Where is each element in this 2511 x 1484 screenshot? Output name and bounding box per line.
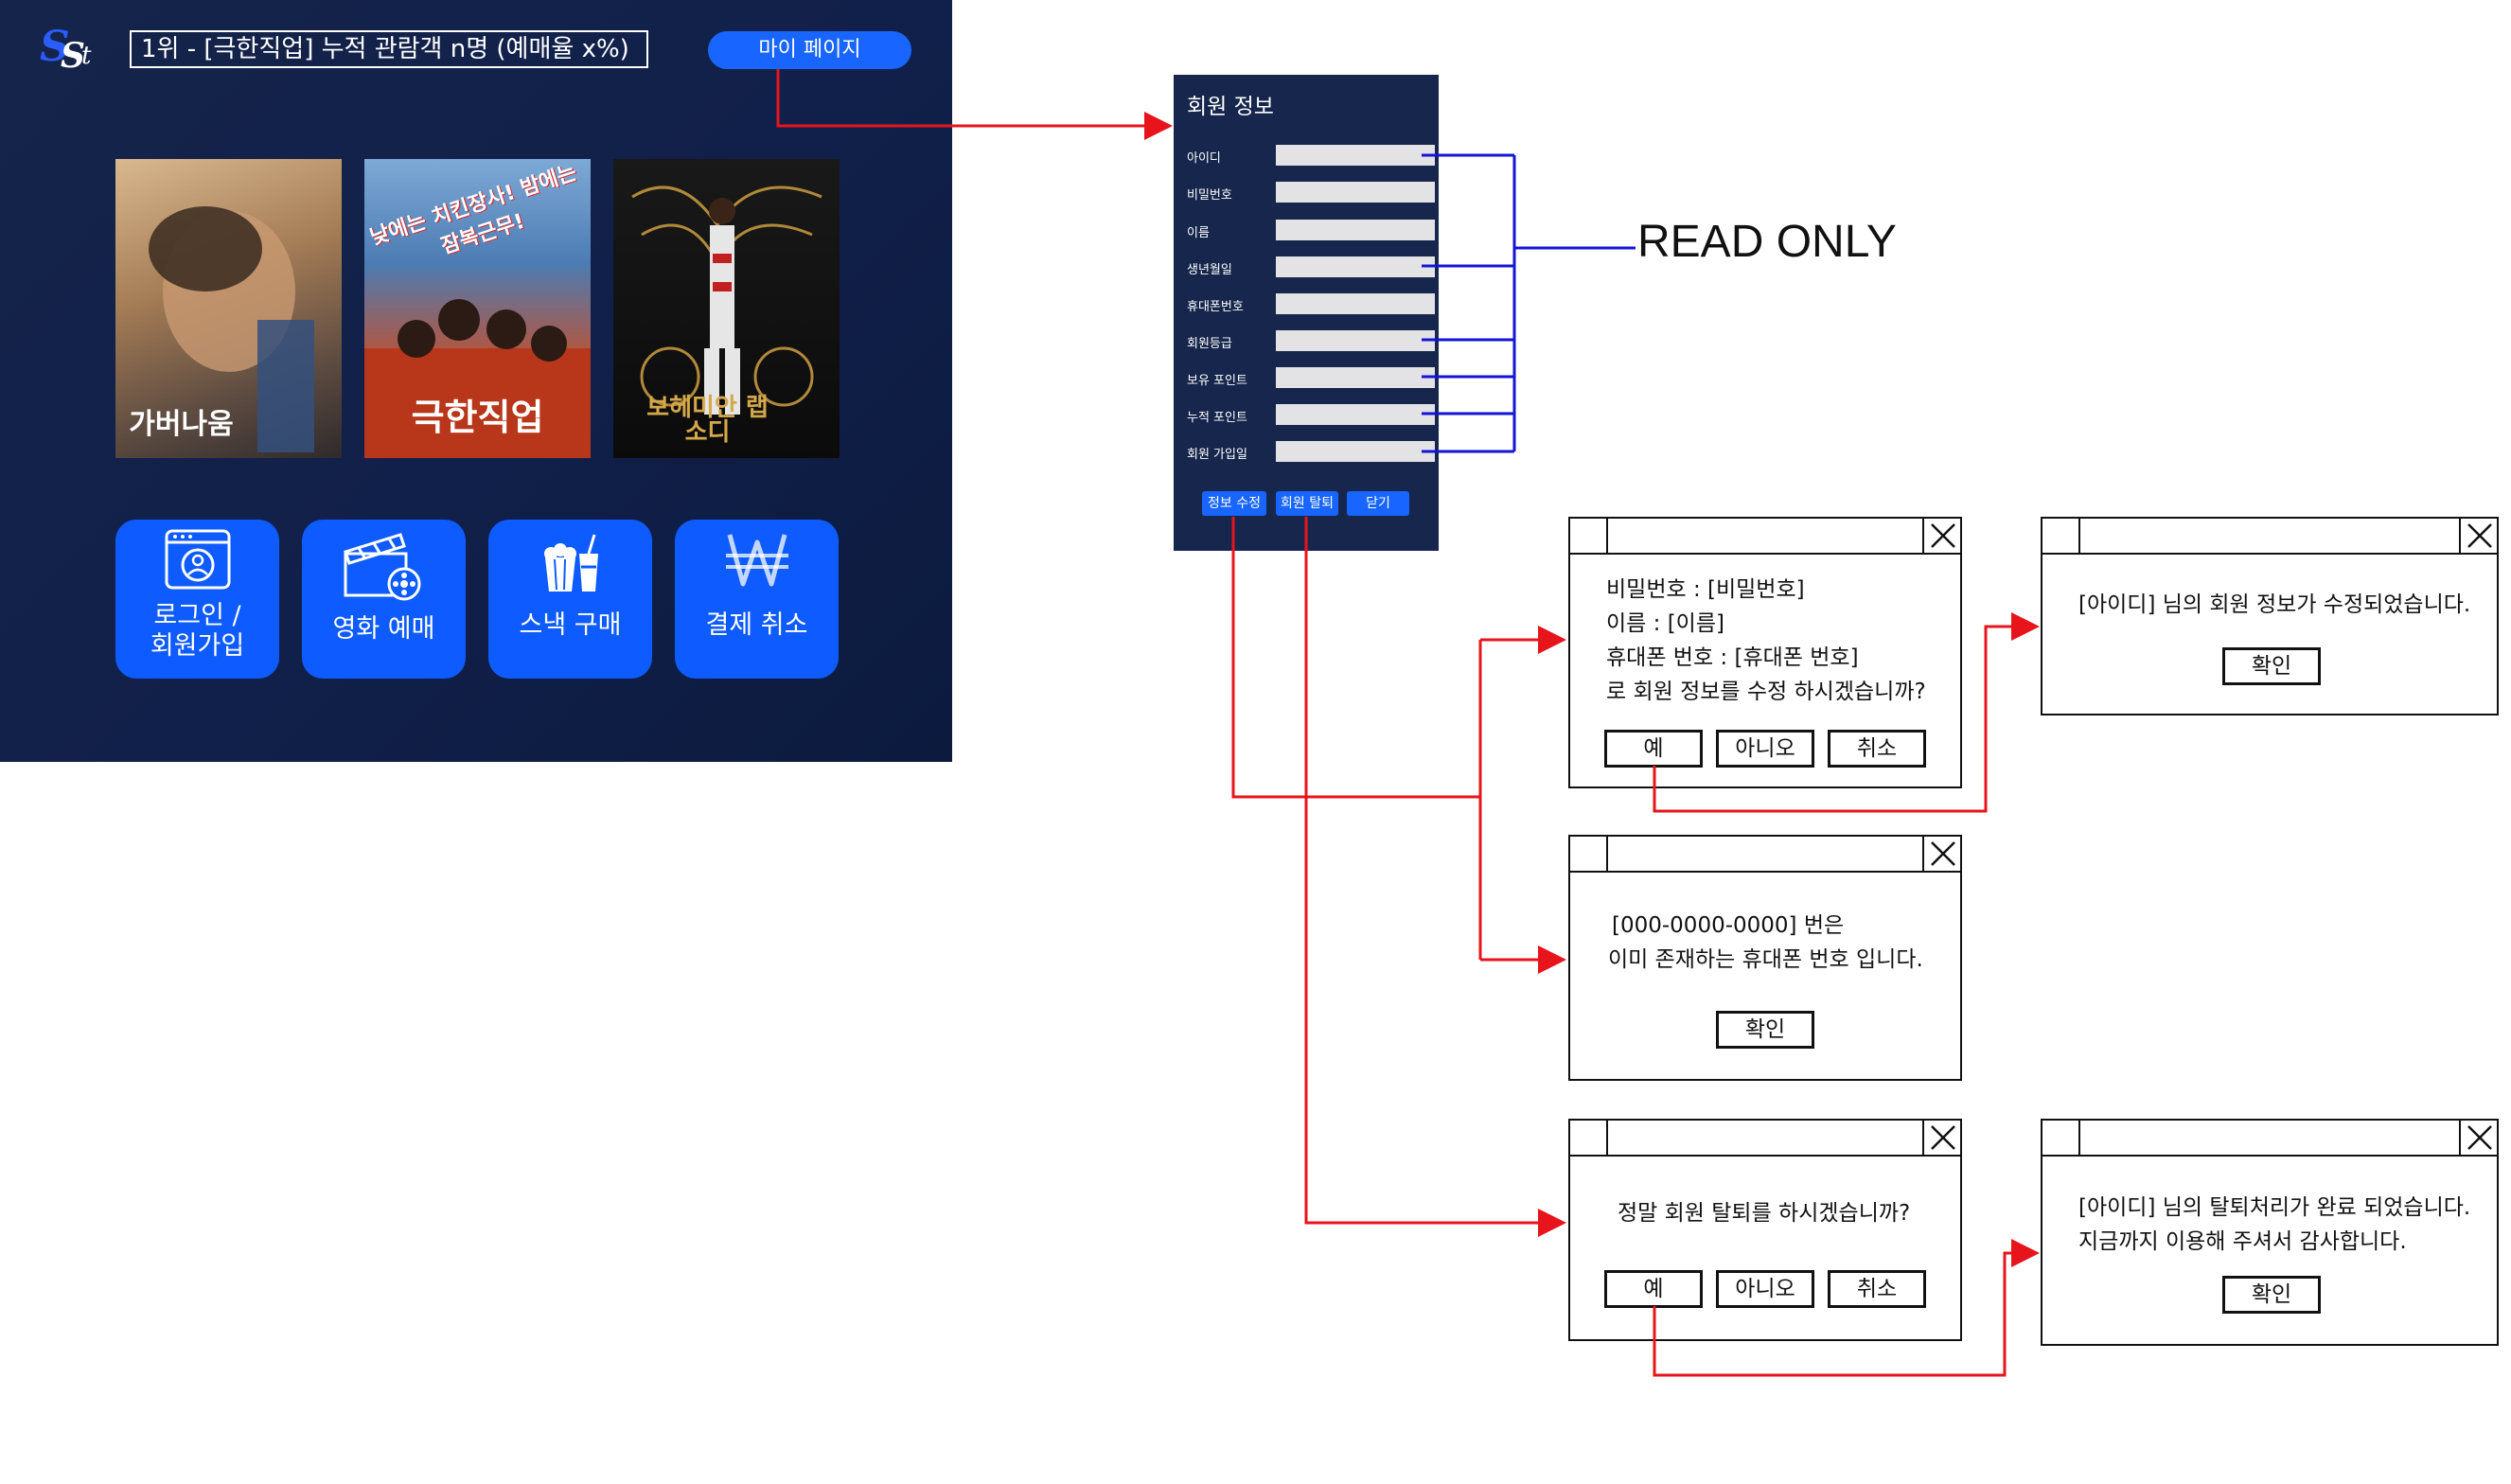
member-info-panel: 회원 정보 아이디 비밀번호 이름 생년월일 휴대폰번호 회원등급 보유 포인트… bbox=[1174, 75, 1439, 551]
poster-art bbox=[631, 186, 822, 415]
field-label: 이름 bbox=[1187, 226, 1210, 240]
ok-button[interactable]: 확인 bbox=[2222, 647, 2321, 685]
field-label: 아이디 bbox=[1187, 151, 1221, 166]
menu-label: 결제 취소 bbox=[705, 610, 808, 640]
read-only-annotation: READ ONLY bbox=[1637, 217, 1897, 267]
field-row-password: 비밀번호 bbox=[1187, 182, 1435, 204]
close-icon[interactable] bbox=[2459, 519, 2497, 553]
window-menu-box bbox=[1570, 837, 1608, 871]
field-row-phone: 휴대폰번호 bbox=[1187, 293, 1435, 316]
poster-art bbox=[364, 299, 591, 458]
field-row-birthdate: 생년월일 bbox=[1187, 256, 1435, 279]
dialog-titlebar bbox=[2042, 519, 2497, 555]
field-row-join-date: 회원 가입일 bbox=[1187, 441, 1435, 464]
poster-title: 보헤미안 랩소디 bbox=[646, 394, 769, 447]
dialog-message-line: 이미 존재하는 휴대폰 번호 입니다. bbox=[1608, 947, 1923, 972]
movie-poster-extreme-job[interactable]: 낮에는 치킨장사! 밤에는 잠복근무! 극한직업 bbox=[364, 159, 591, 458]
ok-button[interactable]: 확인 bbox=[1716, 1011, 1814, 1049]
window-menu-box bbox=[1570, 1121, 1608, 1155]
snack-purchase-button[interactable]: 스낵 구매 bbox=[488, 520, 652, 679]
dialog-message-line: [000-0000-0000] 번은 bbox=[1612, 913, 1845, 938]
user-profile-icon bbox=[165, 529, 230, 590]
clapperboard-film-reel-icon bbox=[343, 533, 420, 601]
field-label: 회원등급 bbox=[1187, 337, 1232, 351]
ranking-ticker: 1위 - [극한직업] 누적 관람객 n명 (예매율 x%) bbox=[130, 30, 648, 68]
close-icon[interactable] bbox=[1922, 837, 1960, 871]
logo: S S t bbox=[40, 23, 92, 76]
read-only-bracket bbox=[1422, 153, 1636, 453]
field-row-points: 보유 포인트 bbox=[1187, 367, 1435, 390]
phone-field[interactable] bbox=[1276, 293, 1435, 314]
dialog-message-line: [아이디] 님의 탈퇴처리가 완료 되었습니다. bbox=[2078, 1195, 2471, 1220]
poster-title: 가버나움 bbox=[129, 408, 234, 441]
dialog-titlebar bbox=[1570, 1121, 1960, 1157]
window-menu-box bbox=[2042, 519, 2080, 553]
points-field[interactable] bbox=[1276, 367, 1435, 388]
field-row-total-points: 누적 포인트 bbox=[1187, 404, 1435, 427]
kiosk-main-screen: S S t 1위 - [극한직업] 누적 관람객 n명 (예매율 x%) 마이 … bbox=[0, 0, 952, 762]
panel-title: 회원 정보 bbox=[1187, 95, 1274, 119]
ok-button[interactable]: 확인 bbox=[2222, 1276, 2321, 1314]
confirm-withdraw-dialog: 정말 회원 탈퇴를 하시겠습니까? 예 아니오 취소 bbox=[1568, 1119, 1962, 1341]
dialog-message-line: 로 회원 정보를 수정 하시겠습니까? bbox=[1606, 680, 1926, 704]
id-field[interactable] bbox=[1276, 145, 1435, 166]
popcorn-drink-icon bbox=[543, 534, 598, 592]
withdraw-complete-dialog: [아이디] 님의 탈퇴처리가 완료 되었습니다. 지금까지 이용해 주셔서 감사… bbox=[2041, 1119, 2499, 1346]
confirm-edit-dialog: 비밀번호 : [비밀번호] 이름 : [이름] 휴대폰 번호 : [휴대폰 번호… bbox=[1568, 517, 1962, 788]
window-menu-box bbox=[1570, 519, 1608, 553]
phone-duplicate-dialog: [000-0000-0000] 번은 이미 존재하는 휴대폰 번호 입니다. 확… bbox=[1568, 835, 1962, 1081]
yes-button[interactable]: 예 bbox=[1604, 730, 1703, 768]
field-label: 휴대폰번호 bbox=[1187, 300, 1244, 314]
field-label: 보유 포인트 bbox=[1187, 374, 1247, 388]
movie-booking-button[interactable]: 영화 예매 bbox=[302, 520, 466, 679]
birthdate-field[interactable] bbox=[1276, 256, 1435, 277]
edit-info-button[interactable]: 정보 수정 bbox=[1202, 491, 1266, 516]
member-grade-field[interactable] bbox=[1276, 330, 1435, 351]
field-label: 회원 가입일 bbox=[1187, 448, 1247, 462]
dialog-message-line: 비밀번호 : [비밀번호] bbox=[1606, 577, 1805, 602]
poster-art bbox=[149, 206, 314, 452]
withdraw-button[interactable]: 회원 탈퇴 bbox=[1276, 491, 1338, 516]
dialog-message-line: [아이디] 님의 회원 정보가 수정되었습니다. bbox=[2078, 592, 2471, 617]
cancel-button[interactable]: 취소 bbox=[1828, 730, 1926, 768]
menu-label: 스낵 구매 bbox=[519, 610, 622, 640]
field-label: 누적 포인트 bbox=[1187, 411, 1247, 425]
my-page-button[interactable]: 마이 페이지 bbox=[708, 31, 911, 69]
dialog-message-line: 휴대폰 번호 : [휴대폰 번호] bbox=[1606, 645, 1859, 670]
menu-label: 로그인 / bbox=[153, 601, 241, 630]
password-field[interactable] bbox=[1276, 182, 1435, 203]
poster-title: 극한직업 bbox=[411, 397, 544, 438]
dialog-message-line: 지금까지 이용해 주셔서 감사합니다. bbox=[2078, 1229, 2407, 1254]
join-date-field[interactable] bbox=[1276, 441, 1435, 462]
close-button[interactable]: 닫기 bbox=[1347, 491, 1409, 516]
dialog-titlebar bbox=[1570, 837, 1960, 873]
field-row-id: 아이디 bbox=[1187, 145, 1435, 168]
close-icon[interactable] bbox=[2459, 1121, 2497, 1155]
close-icon[interactable] bbox=[1922, 519, 1960, 553]
field-row-name: 이름 bbox=[1187, 220, 1435, 242]
field-label: 생년월일 bbox=[1187, 263, 1232, 277]
field-row-grade: 회원등급 bbox=[1187, 330, 1435, 353]
dialog-titlebar bbox=[1570, 519, 1960, 555]
movie-poster-bohemian-rhapsody[interactable]: 보헤미안 랩소디 bbox=[613, 159, 840, 458]
no-button[interactable]: 아니오 bbox=[1716, 730, 1814, 768]
no-button[interactable]: 아니오 bbox=[1716, 1270, 1814, 1308]
close-icon[interactable] bbox=[1922, 1121, 1960, 1155]
movie-poster-capernaum[interactable]: 가버나움 bbox=[115, 159, 342, 458]
edit-complete-dialog: [아이디] 님의 회원 정보가 수정되었습니다. 확인 bbox=[2041, 517, 2499, 716]
login-signup-button[interactable]: 로그인 / 회원가입 bbox=[115, 520, 279, 679]
field-label: 비밀번호 bbox=[1187, 188, 1232, 203]
cancel-button[interactable]: 취소 bbox=[1828, 1270, 1926, 1308]
dialog-message-line: 정말 회원 탈퇴를 하시겠습니까? bbox=[1618, 1201, 1911, 1226]
menu-label: 영화 예매 bbox=[332, 614, 435, 644]
name-field[interactable] bbox=[1276, 220, 1435, 240]
won-sign-icon bbox=[725, 534, 788, 587]
menu-label: 회원가입 bbox=[150, 631, 245, 661]
payment-cancel-button[interactable]: 결제 취소 bbox=[675, 520, 839, 679]
total-points-field[interactable] bbox=[1276, 404, 1435, 425]
dialog-titlebar bbox=[2042, 1121, 2497, 1157]
dialog-message-line: 이름 : [이름] bbox=[1606, 611, 1724, 636]
yes-button[interactable]: 예 bbox=[1604, 1270, 1703, 1308]
window-menu-box bbox=[2042, 1121, 2080, 1155]
